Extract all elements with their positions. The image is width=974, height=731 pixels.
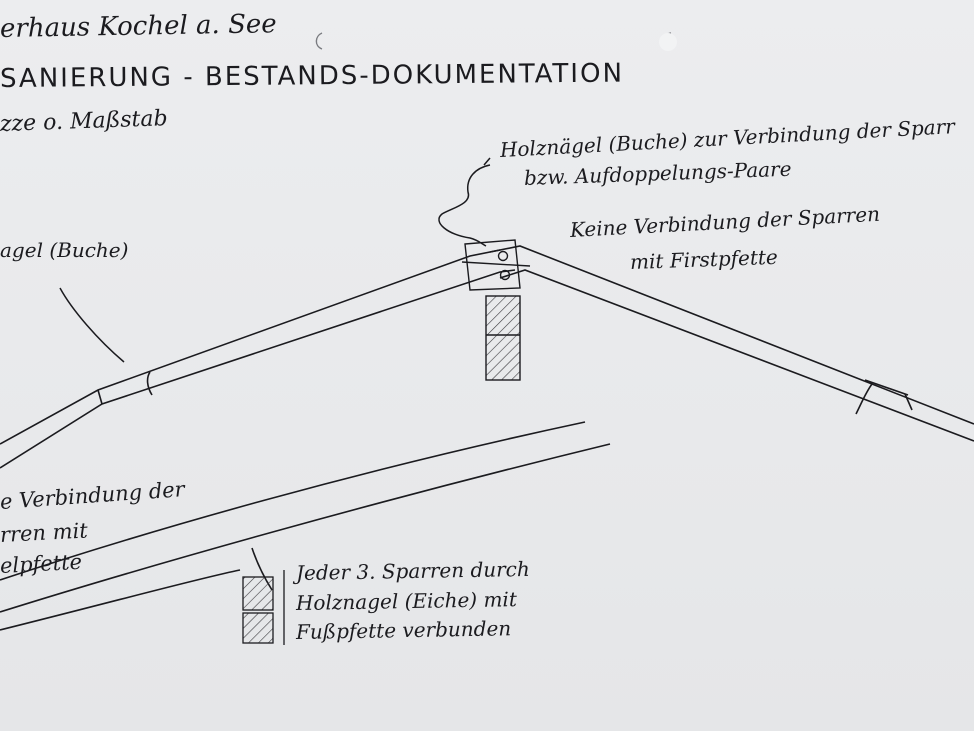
punch-hole <box>315 32 323 50</box>
leader-lines <box>59 157 491 363</box>
left-nail-note: agel (Buche) <box>0 238 129 262</box>
header-scale-note: zze o. Maßstab <box>0 106 169 137</box>
right-rafter <box>489 245 974 442</box>
mid-purlin-note-line2: rren mit <box>0 518 89 547</box>
mid-purlin-note-line3: elpfette <box>0 549 83 578</box>
ridge-purlin-note-line2: mit Firstpfette <box>629 244 779 274</box>
foot-purlin-note-line2: Holznagel (Eiche) mit <box>295 587 518 615</box>
foot-purlin-note-line1: Jeder 3. Sparren durch <box>295 556 530 585</box>
lower-rafter <box>0 421 611 631</box>
punch-hole <box>659 33 677 51</box>
ridge-joint <box>461 239 531 291</box>
header-title: erhaus Kochel a. See <box>0 9 277 44</box>
foot-purlin <box>242 570 285 645</box>
header-subtitle: SANIERUNG - BESTANDS-DOKUMENTATION <box>0 58 625 94</box>
ridge-purlin <box>485 295 521 381</box>
foot-purlin-note-line3: Fußpfette verbunden <box>295 616 512 644</box>
left-rafter <box>0 249 516 469</box>
